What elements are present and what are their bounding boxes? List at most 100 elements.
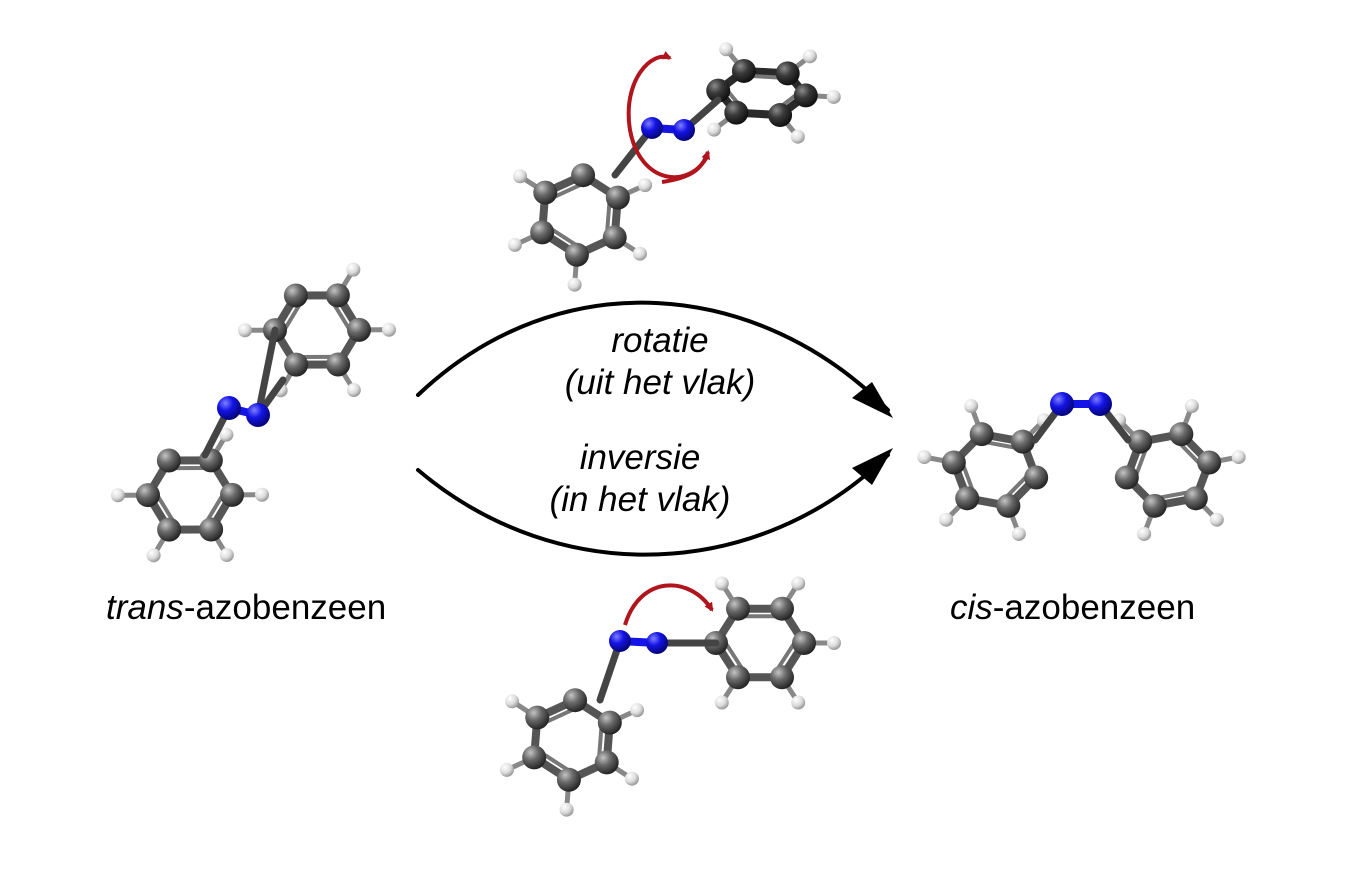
nitrogen-atom	[609, 630, 631, 652]
hydrogen-atom	[500, 763, 514, 777]
carbon-atom	[732, 59, 756, 83]
hydrogen-atom	[568, 278, 582, 292]
carbon-atom	[530, 220, 554, 244]
cis-azobenzene-label: cis-azobenzeen	[950, 590, 1195, 625]
hydrogen-atom	[505, 694, 519, 708]
rotation-intermediate-molecule	[508, 42, 841, 291]
inversion-detail: (in het vlak)	[500, 479, 780, 521]
carbon-atom	[770, 665, 794, 689]
carbon-atom	[563, 688, 587, 712]
trans-prefix: trans	[106, 588, 184, 627]
hydrogen-atom	[707, 123, 721, 137]
nitrogen-atom	[673, 119, 695, 141]
nitrogen-atom	[217, 396, 241, 420]
carbon-atom	[726, 597, 750, 621]
cis-azobenzene-molecule	[917, 392, 1245, 541]
carbon-atom	[157, 518, 181, 542]
hydrogen-atom	[633, 247, 647, 261]
carbon-atom	[792, 631, 816, 655]
hydrogen-atom	[255, 488, 269, 502]
hydrogen-atom	[964, 399, 978, 413]
cis-prefix: cis	[950, 588, 993, 627]
rotation-path-label: rotatie (uit het vlak)	[520, 320, 800, 404]
carbon-atom	[347, 318, 371, 342]
bond	[751, 76, 779, 78]
hydrogen-atom	[382, 323, 396, 337]
hydrogen-atom	[791, 130, 805, 144]
rotation-detail: (uit het vlak)	[520, 362, 800, 404]
hydrogen-atom	[638, 178, 652, 192]
carbon-atom	[1115, 466, 1139, 490]
inversion-path-label: inversie (in het vlak)	[500, 437, 780, 521]
hydrogen-atom	[625, 772, 639, 786]
nitrogen-atom	[246, 403, 270, 427]
carbon-atom	[726, 665, 750, 689]
hydrogen-atom	[111, 488, 125, 502]
carbon-atom	[794, 83, 818, 107]
carbon-atom	[776, 61, 800, 85]
carbon-atom	[942, 450, 966, 474]
carbon-atom	[157, 449, 181, 473]
hydrogen-atom	[791, 696, 805, 710]
hydrogen-atom	[715, 576, 729, 590]
inversion-motion-arrow	[625, 585, 712, 625]
carbon-atom	[326, 283, 350, 307]
carbon-atom	[1143, 494, 1167, 518]
carbon-atom	[1024, 466, 1048, 490]
carbon-atom	[1128, 430, 1152, 454]
carbon-atom	[571, 163, 595, 187]
hydrogen-atom	[346, 263, 360, 277]
inversion-name: inversie	[500, 437, 780, 479]
hydrogen-atom	[803, 49, 817, 63]
hydrogen-atom	[1232, 450, 1246, 464]
hydrogen-atom	[719, 42, 733, 56]
carbon-atom	[220, 483, 244, 507]
carbon-atom	[768, 103, 792, 127]
hydrogen-atom	[238, 323, 252, 337]
rotation-name: rotatie	[520, 320, 800, 362]
cis-suffix: -azobenzeen	[993, 588, 1195, 627]
carbon-atom	[970, 422, 994, 446]
carbon-atom	[770, 597, 794, 621]
carbon-atom	[525, 706, 549, 730]
trans-azobenzene-label: trans-azobenzeen	[106, 590, 386, 625]
hydrogen-atom	[827, 636, 841, 650]
carbon-atom	[1197, 450, 1221, 474]
carbon-atom	[598, 711, 622, 735]
carbon-atom	[199, 517, 223, 541]
carbon-atom	[326, 352, 350, 376]
hydrogen-atom	[1185, 399, 1199, 413]
hydrogen-atom	[791, 576, 805, 590]
hydrogen-atom	[560, 803, 574, 817]
hydrogen-atom	[347, 383, 361, 397]
carbon-atom	[1169, 422, 1193, 446]
carbon-atom	[136, 483, 160, 507]
hydrogen-atom	[1137, 527, 1151, 541]
hydrogen-atom	[1210, 513, 1224, 527]
carbon-atom	[603, 225, 627, 249]
carbon-atom	[996, 494, 1020, 518]
bond	[607, 204, 609, 229]
hydrogen-atom	[917, 450, 931, 464]
carbon-atom	[557, 768, 581, 792]
hydrogen-atom	[715, 696, 729, 710]
hydrogen-atom	[1012, 527, 1026, 541]
trans-suffix: -azobenzeen	[184, 588, 386, 627]
carbon-atom	[595, 750, 619, 774]
carbon-atom	[199, 448, 223, 472]
nitrogen-atom	[641, 117, 663, 139]
nitrogen-atom	[646, 632, 668, 654]
nitrogen-atom	[1050, 392, 1074, 416]
carbon-atom	[606, 186, 630, 210]
rotation-arrowhead	[852, 382, 893, 418]
hydrogen-atom	[220, 548, 234, 562]
hydrogen-atom	[513, 169, 527, 183]
carbon-atom	[955, 486, 979, 510]
bond	[599, 729, 601, 754]
hydrogen-atom	[147, 548, 161, 562]
trans-azobenzene-molecule	[111, 263, 396, 563]
inversion-intermediate-molecule	[500, 576, 841, 816]
nitrogen-atom	[1088, 392, 1112, 416]
carbon-atom	[1184, 486, 1208, 510]
